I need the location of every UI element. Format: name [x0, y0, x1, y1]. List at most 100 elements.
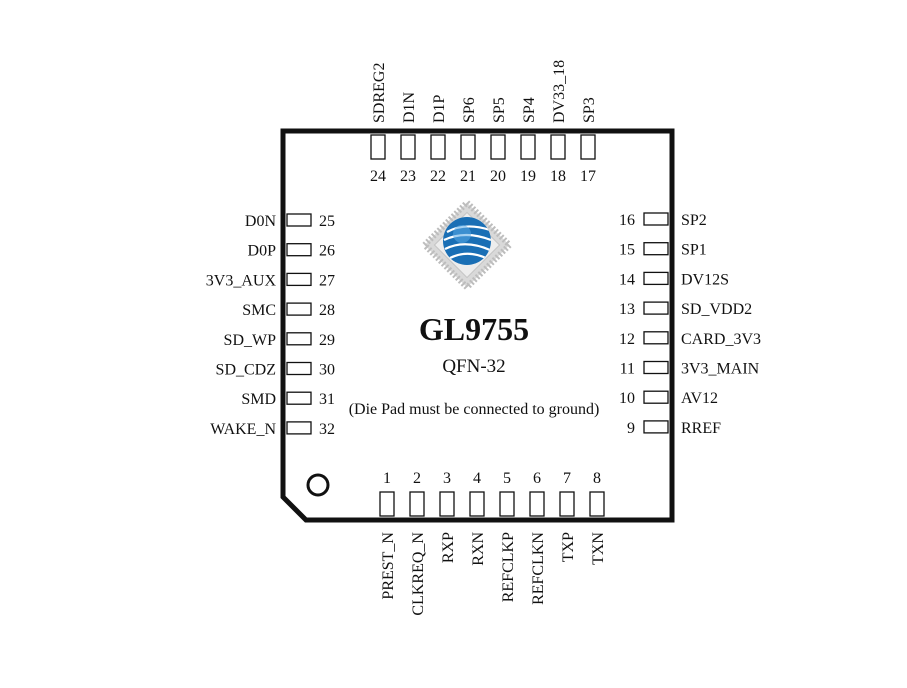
pin-pad	[529, 491, 545, 517]
pin-pad	[400, 134, 416, 160]
pin-32: 32 WAKE_N	[210, 421, 335, 438]
pin-label: SD_WP	[224, 332, 277, 349]
pin-pad	[559, 491, 575, 517]
chip-body-outline	[280, 128, 675, 523]
pin-number: 28	[319, 302, 335, 319]
pin-number: 11	[620, 361, 635, 378]
pin-pad	[430, 134, 446, 160]
pin-label: TXP	[560, 532, 577, 562]
pin-number: 27	[319, 272, 335, 289]
pin-label: D1P	[431, 94, 448, 123]
pin-pad	[643, 271, 669, 286]
pin-pad	[550, 134, 566, 160]
pin-number: 14	[619, 271, 635, 288]
pin-number: 32	[319, 421, 335, 438]
pin-pad	[643, 242, 669, 256]
pin-number: 13	[619, 301, 635, 318]
pin-pad	[520, 134, 536, 160]
pin-pad	[286, 213, 312, 227]
pin-label: D0N	[245, 213, 277, 230]
pin-label: SMD	[241, 391, 276, 408]
pin-number: 1	[383, 470, 391, 487]
pin-number: 2	[413, 470, 421, 487]
pin-pad	[379, 491, 395, 517]
pin-31: 31 SMD	[241, 391, 335, 408]
pin-label: AV12	[681, 390, 718, 407]
pin-number: 23	[400, 168, 416, 185]
pin-pad	[460, 134, 476, 160]
pin-label: REFCLKP	[500, 532, 517, 602]
pin-14: 14 DV12S	[619, 271, 729, 288]
chip-name: GL9755	[419, 311, 529, 347]
pin-label: RXN	[470, 532, 487, 566]
pin-label: SP5	[491, 97, 508, 123]
pin-25: 25 D0N	[245, 213, 335, 230]
pin-22: 22 D1P	[430, 94, 448, 185]
pin-label: SP2	[681, 212, 707, 229]
pin-number: 20	[490, 168, 506, 185]
pin-pad	[469, 491, 485, 517]
pin-pad	[286, 421, 312, 435]
pin-label: WAKE_N	[210, 421, 276, 438]
pin-label: REFCLKN	[530, 532, 547, 605]
pin-pad	[286, 332, 312, 346]
pin-number: 5	[503, 470, 511, 487]
pin-label: RXP	[440, 532, 457, 563]
pin-number: 3	[443, 470, 451, 487]
left-pin-group: 25D0N26D0P273V3_AUX28SMC29SD_WP30SD_CDZ3…	[206, 213, 335, 438]
pin-15: 15 SP1	[619, 242, 707, 259]
globe-chip-logo-icon	[420, 198, 514, 292]
pin-pad	[643, 390, 669, 404]
pin-number: 15	[619, 242, 635, 259]
pin-pad	[286, 302, 312, 316]
pin-pad	[286, 391, 312, 405]
pin-pad	[409, 491, 425, 517]
pin-label: DV33_18	[551, 60, 568, 123]
pin-20: 20 SP5	[490, 97, 508, 185]
pin-number: 6	[533, 470, 541, 487]
pin-number: 4	[473, 470, 481, 487]
pin-label: CARD_3V3	[681, 331, 761, 348]
pin-pad	[439, 491, 455, 517]
pin-pad	[370, 134, 386, 160]
pin-pad	[490, 134, 506, 160]
pin-label: RREF	[681, 420, 721, 437]
pin-label: D0P	[248, 243, 277, 260]
pin-29: 29 SD_WP	[224, 332, 335, 349]
pin-number: 8	[593, 470, 601, 487]
pin-number: 29	[319, 332, 335, 349]
pin-label: SDREG2	[371, 63, 388, 123]
pin-pad	[643, 331, 669, 345]
pin-pad	[286, 243, 312, 257]
pin-number: 31	[319, 391, 335, 408]
pin-number: 19	[520, 168, 536, 185]
pin-label: D1N	[401, 91, 418, 123]
pin-number: 17	[580, 168, 596, 185]
pin-number: 21	[460, 168, 476, 185]
pin-number: 25	[319, 213, 335, 230]
pin-label: SP1	[681, 242, 707, 259]
pin-pad	[643, 360, 669, 375]
pin-label: DV12S	[681, 271, 729, 288]
pin-number: 22	[430, 168, 446, 185]
